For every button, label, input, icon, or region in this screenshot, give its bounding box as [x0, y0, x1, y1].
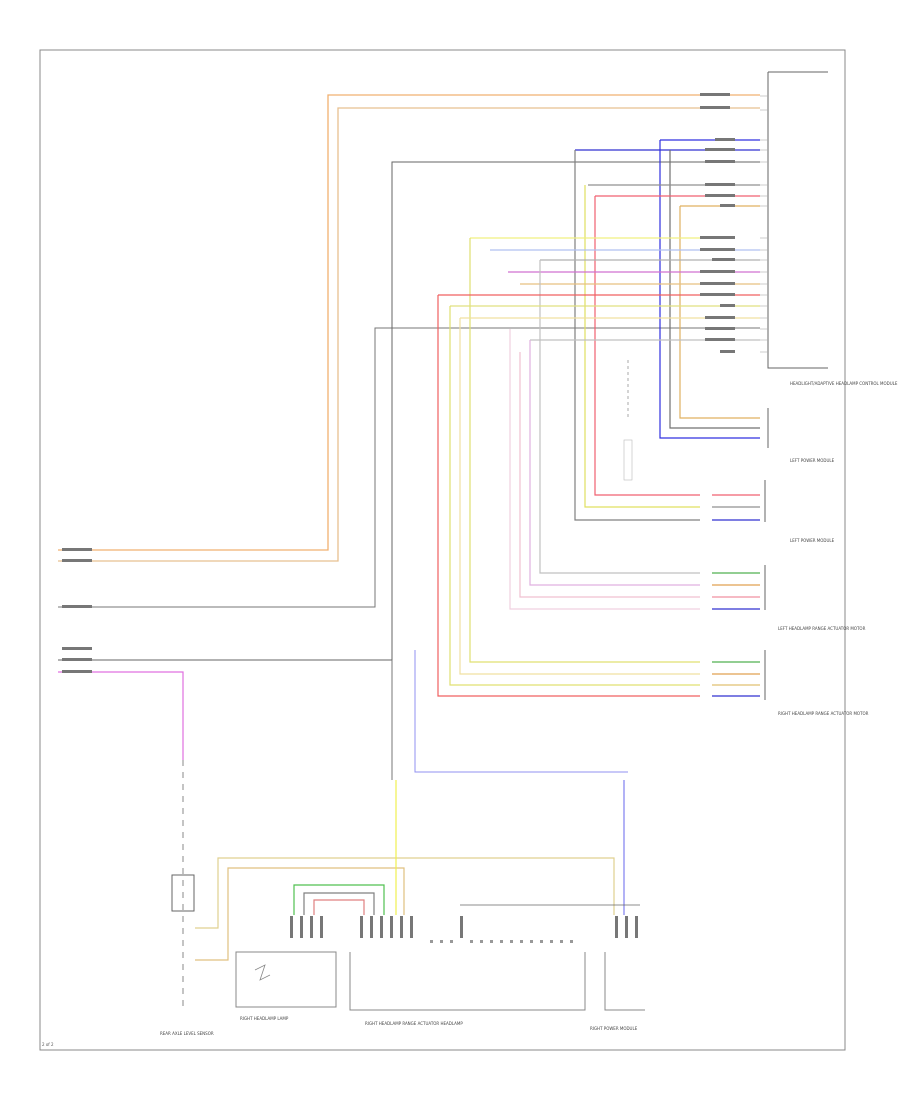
module-stubs: [712, 494, 760, 697]
bottom-pin-dots: [430, 940, 573, 943]
right-headlamp-module-label: RIGHT HEADLAMP RANGE ACTUATOR HEADLAMP: [365, 1021, 463, 1026]
wire-blue-mid: [414, 650, 628, 773]
left-power-module-2: LEFT POWER MODULE: [764, 480, 835, 543]
right-power-module: RIGHT POWER MODULE: [590, 952, 645, 1031]
right-headlamp-lamp: RIGHT HEADLAMP LAMP: [235, 951, 337, 1021]
main-module-label: HEADLIGHT/ADAPTIVE HEADLAMP CONTROL MODU…: [790, 381, 898, 386]
wire-labels: [62, 93, 735, 673]
page-ref: 2 of 2: [42, 1042, 54, 1047]
left-power-module: LEFT POWER MODULE: [767, 408, 835, 463]
bottom-pin-row: [290, 916, 638, 938]
right-power-module-label: RIGHT POWER MODULE: [590, 1026, 638, 1031]
wire-gray-group: [58, 161, 760, 780]
ground-stub: [623, 360, 633, 481]
left-power-module-2-label: LEFT POWER MODULE: [790, 538, 835, 543]
wire-orange-group: [58, 94, 760, 562]
right-headlamp-module: RIGHT HEADLAMP RANGE ACTUATOR HEADLAMP: [349, 904, 640, 1026]
main-module-pins: [760, 95, 768, 353]
right-headlamp-range-motor-label: RIGHT HEADLAMP RANGE ACTUATOR MOTOR: [778, 711, 869, 716]
left-power-module-label: LEFT POWER MODULE: [790, 458, 835, 463]
rear-axle-sensor: REAR AXLE LEVEL SENSOR: [160, 760, 214, 1036]
rear-axle-sensor-label: REAR AXLE LEVEL SENSOR: [160, 1031, 214, 1036]
right-headlamp-range-motor: RIGHT HEADLAMP RANGE ACTUATOR MOTOR: [764, 650, 869, 716]
diagram-border: [39, 49, 846, 1051]
right-headlamp-lamp-label: RIGHT HEADLAMP LAMP: [240, 1016, 289, 1021]
main-module: HEADLIGHT/ADAPTIVE HEADLAMP CONTROL MODU…: [767, 71, 898, 386]
left-headlamp-range-motor: LEFT HEADLAMP RANGE ACTUATOR MOTOR: [764, 565, 866, 631]
left-headlamp-range-motor-label: LEFT HEADLAMP RANGE ACTUATOR MOTOR: [778, 626, 866, 631]
wire-bottom-loop: [195, 780, 625, 961]
wire-magenta: [58, 671, 184, 760]
wire-right-group: [437, 139, 760, 697]
